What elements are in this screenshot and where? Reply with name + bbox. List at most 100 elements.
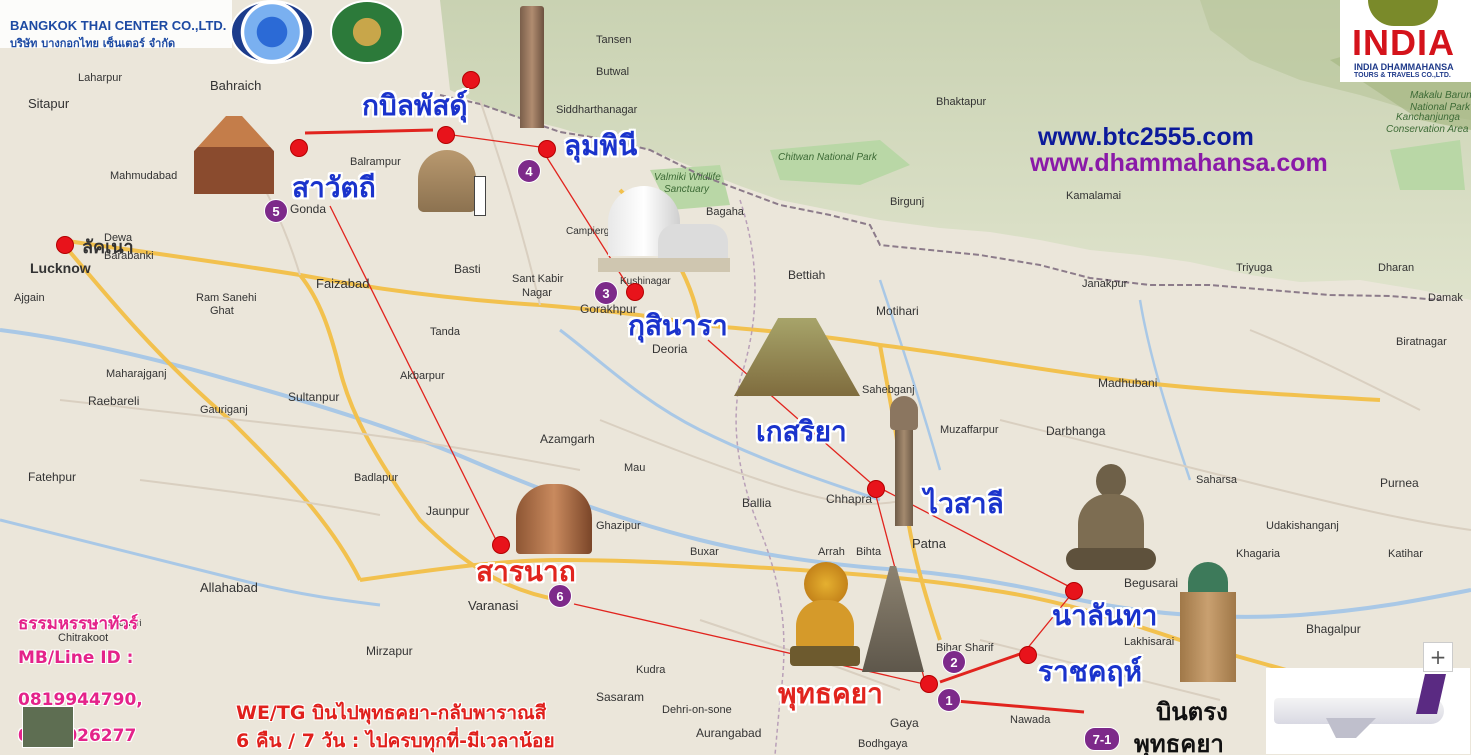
contact-name: ธรรมหรรษาทัวร์ [18,614,138,634]
map-label-gorakhpur: Gorakhpur [580,302,637,316]
map-label-deoria: Deoria [652,342,688,356]
dot-nalanda[interactable] [1065,582,1083,600]
map-label-bihta: Bihta [856,546,882,558]
route-bodhgaya-flight [943,698,1085,714]
website-btc[interactable]: www.btc2555.com [1038,123,1254,151]
map-label-udakishanganj: Udakishanganj [1266,520,1339,532]
map-label-dewa: Dewa [104,232,133,244]
contact-phone-1[interactable]: 0819944790, [18,690,143,710]
place-kesariya: เกสริยา [756,415,847,448]
place-vaishali: ไวสาลี [924,487,1004,520]
dot-sravasti[interactable] [290,139,308,157]
map-label-dharan: Dharan [1378,262,1415,274]
kapilavastu-monument-image [418,150,476,212]
dot-kapilavastu-top[interactable] [462,71,480,89]
map-label-sultanpur: Sultanpur [288,390,340,404]
map-label-ram-sanehi: Ram Sanehi [196,292,257,304]
route-rajgir-bodhgaya [939,652,1021,684]
map-label-triyuga: Triyuga [1236,262,1273,274]
map-label-kamalamai: Kamalamai [1066,190,1122,202]
zoom-in-button[interactable]: + [1423,642,1453,672]
india-logo-word: INDIA [1352,22,1455,63]
company-name-en: BANGKOK THAI CENTER CO.,LTD. [10,18,227,33]
india-logo-line2: TOURS & TRAVELS CO.,LTD. [1354,72,1451,79]
map-label-kushinagar: Kushinagar [620,276,671,287]
badge-step-5: 5 [264,199,288,223]
map-label-nagar: Nagar [522,287,552,299]
map-label-janakpur: Janakpur [1082,278,1128,290]
map-label-laharpur: Laharpur [78,72,123,84]
rajgir-shrine-image [1172,562,1244,682]
map-label-kudra: Kudra [636,664,666,676]
map-label-tanda: Tanda [430,326,460,338]
map-label-saharsa: Saharsa [1196,474,1237,486]
india-emblem-icon [1368,0,1438,26]
map-label-begusarai: Begusarai [1124,576,1179,590]
map-label-sitapur: Sitapur [28,96,70,111]
map-label-fatehpur: Fatehpur [28,470,77,484]
dot-rajgir[interactable] [1019,646,1037,664]
dot-kusinara[interactable] [626,283,644,301]
map-label-barabanki: Barabanki [104,250,154,262]
dot-sarnath[interactable] [492,536,510,554]
map-label-damak: Damak [1428,292,1463,304]
map-label-mau: Mau [624,462,646,474]
map-label-tansen: Tansen [596,34,632,46]
dot-lucknow[interactable] [56,236,74,254]
map-label-ajgain: Ajgain [14,292,45,304]
map-label-madhubani: Madhubani [1098,376,1158,390]
dot-bodhgaya[interactable] [920,675,938,693]
map-label-gauriganj: Gauriganj [200,404,248,416]
map-label-birgunj: Birgunj [890,196,925,208]
map-label-siddharthanagar: Siddharthanagar [556,104,638,116]
map-label-arrah: Arrah [818,546,845,558]
india-dhammahansa-logo: INDIA INDIA DHAMMAHANSA TOURS & TRAVELS … [1340,0,1471,82]
map-label-khagaria: Khagaria [1236,548,1281,560]
place-lumbini: ลุมพินี [564,129,638,162]
bodhgaya-buddha-image [790,562,860,670]
bottom-left-thumbnail [22,706,74,748]
place-lucknow: ลัคเนา [82,237,134,258]
map-label-purnea: Purnea [1380,476,1419,490]
route-nalanda-rajgir [1025,595,1071,651]
map-label-bihar-sharif: Bihar Sharif [936,642,994,654]
flight-line-1: บินตรง [1156,698,1228,726]
map-label-akbarpur: Akbarpur [400,370,445,382]
map-label-maharajganj: Maharajganj [106,368,167,380]
map-label-jaunpur: Jaunpur [426,504,470,518]
thai-airways-plane-icon [1266,668,1470,754]
dot-vaishali[interactable] [867,480,885,498]
website-dhammahansa[interactable]: www.dhammahansa.com [1030,149,1328,177]
map-label-chhapra: Chhapra [826,492,873,506]
india-logo-line1: INDIA DHAMMAHANSA [1354,62,1454,72]
kusinara-stupa-image [598,186,730,272]
dot-kapilavastu[interactable] [437,126,455,144]
map-label-chitrakoot: Chitrakoot [58,632,109,644]
promo-line-1: WE/TG บินไปพุทธคยา-กลับพาราณสี [236,702,547,724]
route-sravasti-kapilavastu [304,128,434,135]
map-label-motihari: Motihari [876,304,919,318]
lumbini-pillar-image [520,6,544,128]
badge-step-3: 3 [594,281,618,305]
map-label-conservation: Conservation Area [1386,124,1469,135]
dot-lumbini[interactable] [538,140,556,158]
badge-step-2: 2 [942,650,966,674]
map-label-raebareli: Raebareli [88,394,140,408]
map-label-badlapur: Badlapur [354,472,399,484]
map-label-bachrari: Bachrari [108,618,142,628]
contact-mb-label: MB/Line ID : [18,648,134,668]
map-label-gaya: Gaya [890,716,919,730]
place-rajgir: ราชคฤห์ [1038,655,1142,688]
map-label-patna: Patna [912,536,946,551]
map-label-katihar: Katihar [1388,548,1423,560]
map-label-kanchanjunga: Kanchanjunga [1396,112,1460,123]
map-label-dehri: Dehri-on-sone [662,704,732,716]
map-label-muzaffarpur: Muzaffarpur [940,424,999,436]
place-kapilavastu: กบิลพัสดุ์ [362,89,468,122]
map-label-sasaram: Sasaram [596,690,645,704]
map-label-sant-kabir: Sant Kabir [512,273,564,285]
map-label-lakhisarai: Lakhisarai [1124,636,1175,648]
map-label-campierganj: Campierganj [566,226,623,237]
